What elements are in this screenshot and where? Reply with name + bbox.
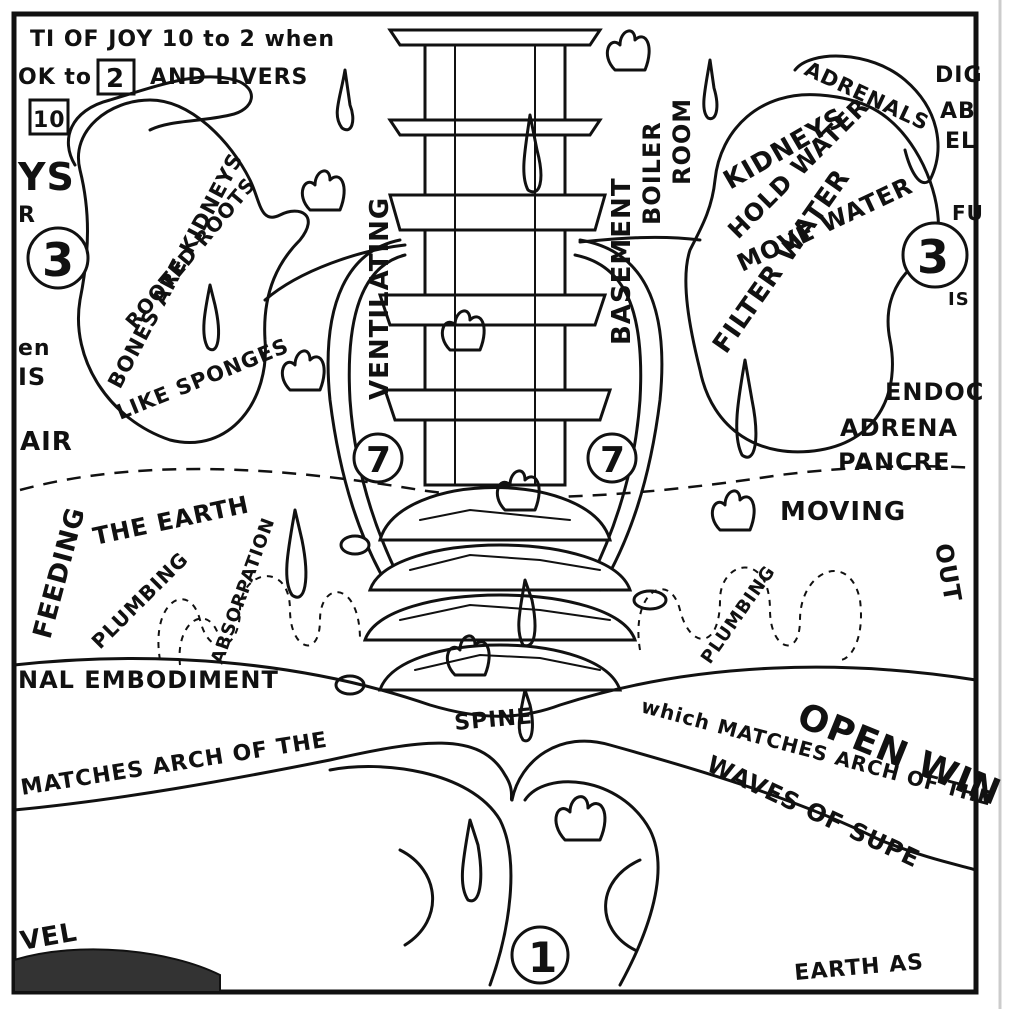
ab-label: AB (940, 99, 976, 124)
left-number-3: 3 (42, 233, 75, 287)
right-crescent (606, 860, 640, 950)
top-line-1: TI OF JOY 10 to 2 when (30, 27, 335, 52)
left-en: en (18, 336, 51, 361)
right-number-3: 3 (917, 230, 950, 284)
moving-label: MOVING (780, 497, 906, 527)
earth-as-label: EARTH AS (793, 950, 925, 986)
right-kidney-connector (580, 237, 700, 242)
room-label: ROOM (668, 98, 696, 185)
left-buttock (330, 767, 511, 985)
pagoda-tower (380, 30, 610, 485)
top-line-2a: OK to (18, 65, 92, 90)
out-label: OUT (929, 541, 967, 604)
endoc-label: ENDOC (885, 378, 984, 406)
seven-right: 7 (600, 440, 626, 481)
bottom-left-earth-hatch (14, 949, 220, 992)
pancre-label: PANCRE (838, 448, 951, 476)
kidneys-left-2: ROOTED ROOTS (120, 172, 260, 333)
seven-left: 7 (366, 440, 392, 481)
air-label: AIR (20, 427, 73, 457)
feeding-label: FEEDING (28, 504, 92, 642)
absorption-label: ABSORPATION (207, 515, 279, 667)
el-label: EL (945, 129, 976, 154)
boiler-label: BOILER (638, 121, 666, 225)
left-is: IS (18, 363, 46, 391)
left-r: R (18, 203, 36, 228)
dig-label: DIG (935, 63, 983, 88)
is-right-label: IS (948, 289, 970, 310)
box-2-label: 2 (106, 64, 125, 94)
embodiment-label: NAL EMBODIMENT (18, 666, 279, 694)
number-1: 1 (528, 933, 558, 982)
fu-label: FU (952, 201, 984, 225)
adrena-label: ADRENA (840, 414, 958, 442)
the-earth-label: THE EARTH (90, 490, 251, 550)
plumbing-left-label: PLUMBING (87, 547, 194, 654)
ventilating-label: VENTILATING (365, 197, 395, 400)
left-crescent (400, 850, 433, 945)
basement-label: BASEMENT (607, 177, 637, 345)
box-10-label: 10 (33, 108, 66, 133)
left-ys: YS (17, 155, 75, 199)
plumbing-right-label: PLUMBING (697, 562, 780, 668)
